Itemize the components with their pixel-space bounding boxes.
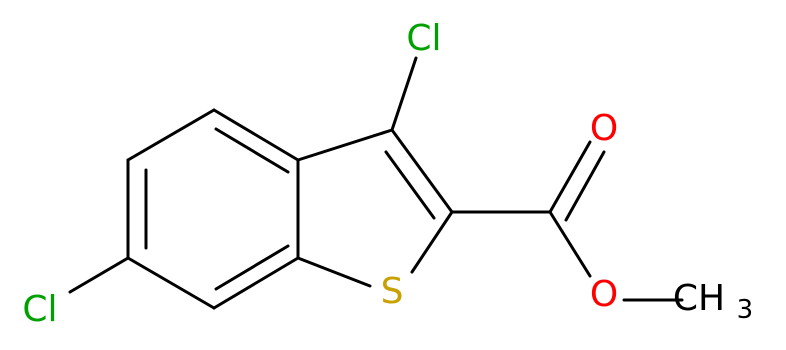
bond-c3-cl [390,56,418,132]
bond-s-c7a [296,256,372,288]
atom-methyl: CH 3 [673,278,753,325]
bond-c7-c7a [212,256,300,310]
bond-c-o-double-2 [564,150,606,222]
bond-c3-c2 [390,128,454,214]
atom-cl-top: Cl [406,18,441,59]
bond-c7-c7a-inner [214,244,290,291]
bond-c3a-c3 [296,128,394,162]
bond-c3a-c4 [212,108,300,162]
bond-c6-cl [68,256,130,294]
atom-o-carbonyl: O [590,108,618,149]
bond-c6-c7 [126,256,216,310]
bond-c-o-single [548,210,592,278]
bond-c2-s [410,210,454,274]
bond-c-o-double-1 [548,140,592,214]
bond-c3-c2-inner [384,150,436,220]
methyl-ch-label: CH [673,278,725,319]
methyl-subscript: 3 [737,295,754,325]
atom-cl-left: Cl [22,289,57,330]
bond-c4-c5 [126,108,216,162]
bond-c3a-c4-inner [214,127,290,174]
bond-group [68,56,684,310]
atom-o-ester: O [590,274,618,315]
atom-s-ring: S [381,271,404,312]
